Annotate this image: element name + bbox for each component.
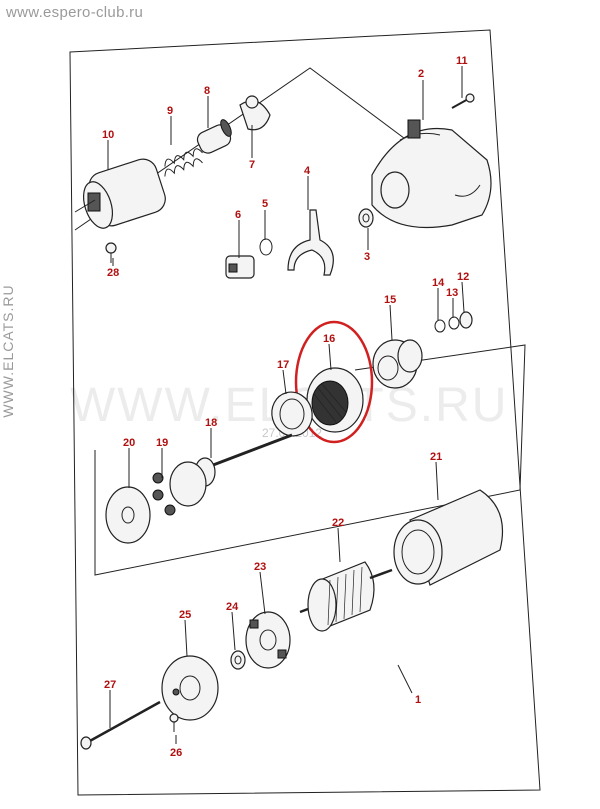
bearing-part [230, 650, 246, 670]
label-28: 28 [107, 267, 119, 279]
leader-lines [107, 66, 465, 744]
bolt-11-part [451, 93, 475, 109]
label-14: 14 [432, 277, 445, 289]
brush-holder-part [245, 611, 291, 669]
label-27: 27 [104, 679, 116, 691]
bolt-28-part [105, 242, 117, 263]
label-17: 17 [277, 359, 289, 371]
screw-26-part [169, 713, 179, 732]
label-13: 13 [446, 287, 458, 299]
label-22: 22 [332, 517, 344, 529]
label-15: 15 [384, 294, 396, 306]
label-19: 19 [156, 437, 168, 449]
label-18: 18 [205, 417, 217, 429]
washer-14-part [434, 319, 446, 333]
washer-13-part [448, 316, 460, 330]
label-11: 11 [456, 55, 468, 67]
plunger-part [196, 119, 232, 154]
disc-20-part [105, 486, 151, 544]
watermark-top: www.espero-club.ru [6, 4, 144, 21]
label-16: 16 [323, 333, 335, 345]
label-12: 12 [457, 271, 469, 283]
end-frame-part [161, 655, 219, 721]
label-23: 23 [254, 561, 266, 573]
internal-gear-part [306, 367, 364, 433]
yoke-part [393, 489, 504, 586]
group-bracket [94, 344, 526, 576]
label-4: 4 [304, 165, 311, 177]
highlight-ring [294, 320, 374, 444]
label-5: 5 [262, 198, 268, 210]
clip-12-part [459, 311, 473, 329]
planetary-carrier-part [152, 461, 207, 516]
o-ring-part [259, 238, 273, 256]
label-3: 3 [364, 251, 370, 263]
label-7: 7 [249, 159, 255, 171]
solenoid-part [74, 158, 166, 229]
cover-7-part [239, 95, 271, 131]
bushing-3-part [358, 208, 374, 228]
label-1: 1 [415, 694, 421, 706]
shaft-part [194, 433, 293, 487]
frame-outline [69, 29, 541, 796]
label-21: 21 [430, 451, 442, 463]
label-6: 6 [235, 209, 241, 221]
holder-6-part [225, 255, 255, 279]
label-26: 26 [170, 747, 182, 759]
label-2: 2 [418, 68, 424, 80]
label-20: 20 [123, 437, 135, 449]
label-9: 9 [167, 105, 173, 117]
label-10: 10 [102, 129, 114, 141]
label-25: 25 [179, 609, 191, 621]
pinion-gear-part [372, 339, 423, 389]
label-8: 8 [204, 85, 210, 97]
through-bolt-part [80, 700, 161, 750]
shift-lever-part [287, 209, 334, 276]
spring-part [164, 148, 203, 177]
armature-part [299, 561, 393, 632]
drive-housing-part [371, 119, 492, 229]
label-24: 24 [226, 601, 239, 613]
